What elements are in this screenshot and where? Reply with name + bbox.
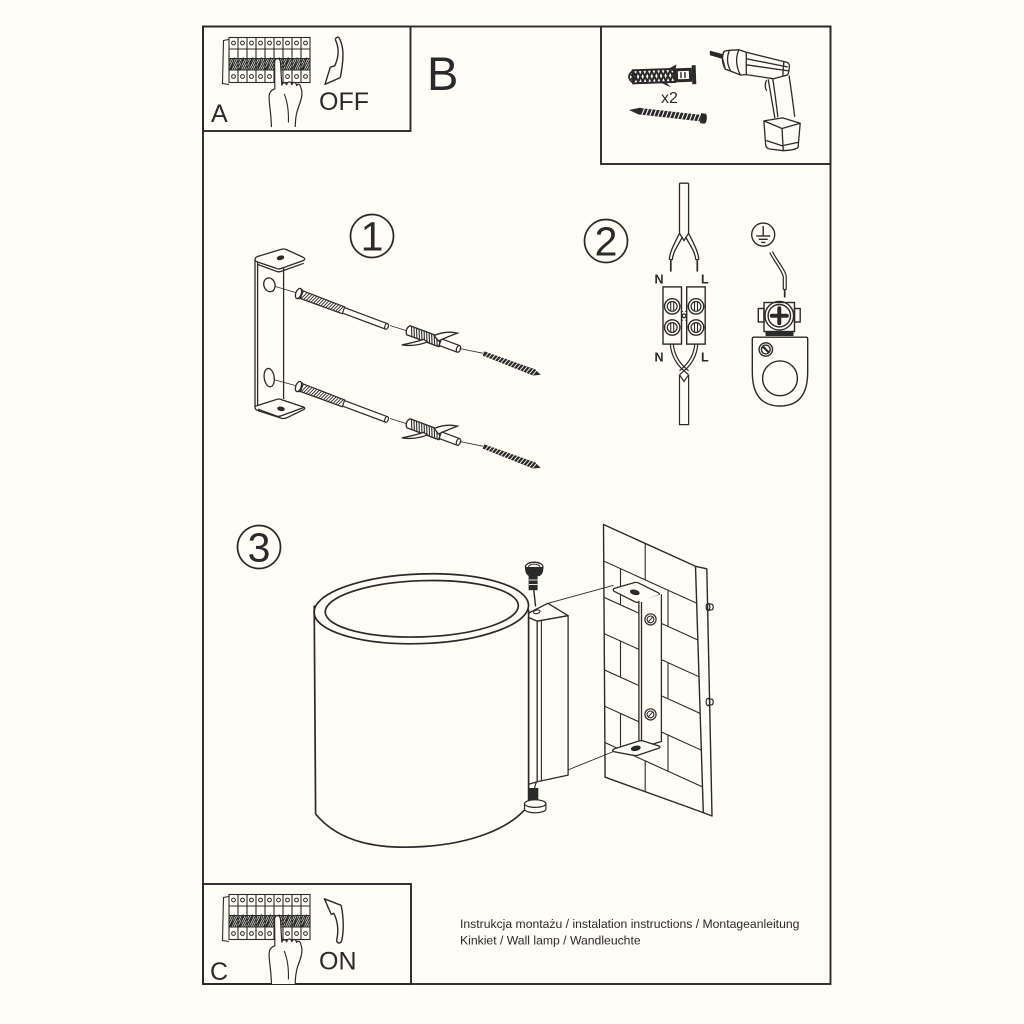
svg-text:L: L	[701, 351, 709, 365]
svg-text:C: C	[210, 958, 228, 986]
svg-text:A: A	[211, 100, 228, 128]
svg-text:B: B	[427, 47, 458, 100]
svg-text:x2: x2	[661, 90, 678, 107]
svg-text:1: 1	[361, 214, 384, 260]
svg-text:L: L	[701, 273, 709, 287]
svg-text:Instrukcja montażu / instalati: Instrukcja montażu / instalation instruc…	[460, 917, 799, 931]
svg-text:2: 2	[595, 219, 618, 265]
svg-text:OFF: OFF	[319, 88, 369, 116]
svg-text:N: N	[655, 351, 664, 365]
svg-text:3: 3	[248, 525, 271, 571]
svg-text:Kinkiet / Wall lamp / Wandleuc: Kinkiet / Wall lamp / Wandleuchte	[460, 934, 641, 948]
svg-text:N: N	[655, 273, 664, 287]
svg-text:ON: ON	[319, 948, 357, 976]
